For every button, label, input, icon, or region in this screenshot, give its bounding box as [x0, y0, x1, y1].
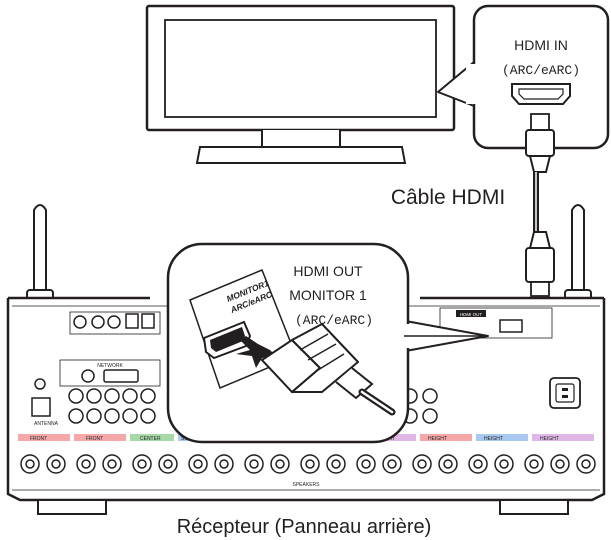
top-left-jacks — [69, 311, 161, 335]
receiver-port-subtitle: (ARC/eARC) — [295, 313, 373, 328]
svg-text:SPEAKERS: SPEAKERS — [293, 482, 321, 488]
svg-text:NETWORK: NETWORK — [97, 363, 123, 369]
speaker-terminals: SPEAKERS — [20, 454, 596, 488]
hdmi-out-strip: HDMI OUT — [439, 307, 553, 339]
svg-text:HEIGHT: HEIGHT — [484, 436, 503, 442]
svg-text:FRONT: FRONT — [86, 436, 103, 442]
svg-text:CENTER: CENTER — [140, 436, 161, 442]
hdmi-plug — [260, 323, 396, 416]
television — [145, 4, 456, 164]
receiver-hdmi-out-callout: MONITOR1 ARC/eARC HDMI OUT MONITOR 1 (AR… — [166, 242, 489, 444]
hdmi-cable — [525, 113, 555, 297]
tv-hdmi-in-callout: HDMI IN (ARC/eARC) — [437, 4, 610, 150]
svg-text:FRONT: FRONT — [30, 436, 47, 442]
receiver-port-title-1: HDMI OUT — [293, 263, 363, 279]
cable-label: Câble HDMI — [391, 186, 505, 209]
svg-text:ANTENNA: ANTENNA — [34, 421, 59, 427]
tv-port-title: HDMI IN — [514, 37, 568, 53]
svg-text:HEIGHT: HEIGHT — [428, 436, 447, 442]
ac-inlet — [549, 377, 581, 409]
diagram-caption: Récepteur (Panneau arrière) — [177, 516, 432, 538]
network-block: NETWORK ANTENNA — [31, 359, 161, 427]
receiver-port-title-2: MONITOR 1 — [289, 287, 367, 303]
tv-port-subtitle: (ARC/eARC) — [502, 63, 580, 78]
svg-text:HEIGHT: HEIGHT — [540, 436, 559, 442]
hdmi-port-icon — [511, 83, 571, 105]
svg-text:HDMI OUT: HDMI OUT — [460, 312, 482, 317]
